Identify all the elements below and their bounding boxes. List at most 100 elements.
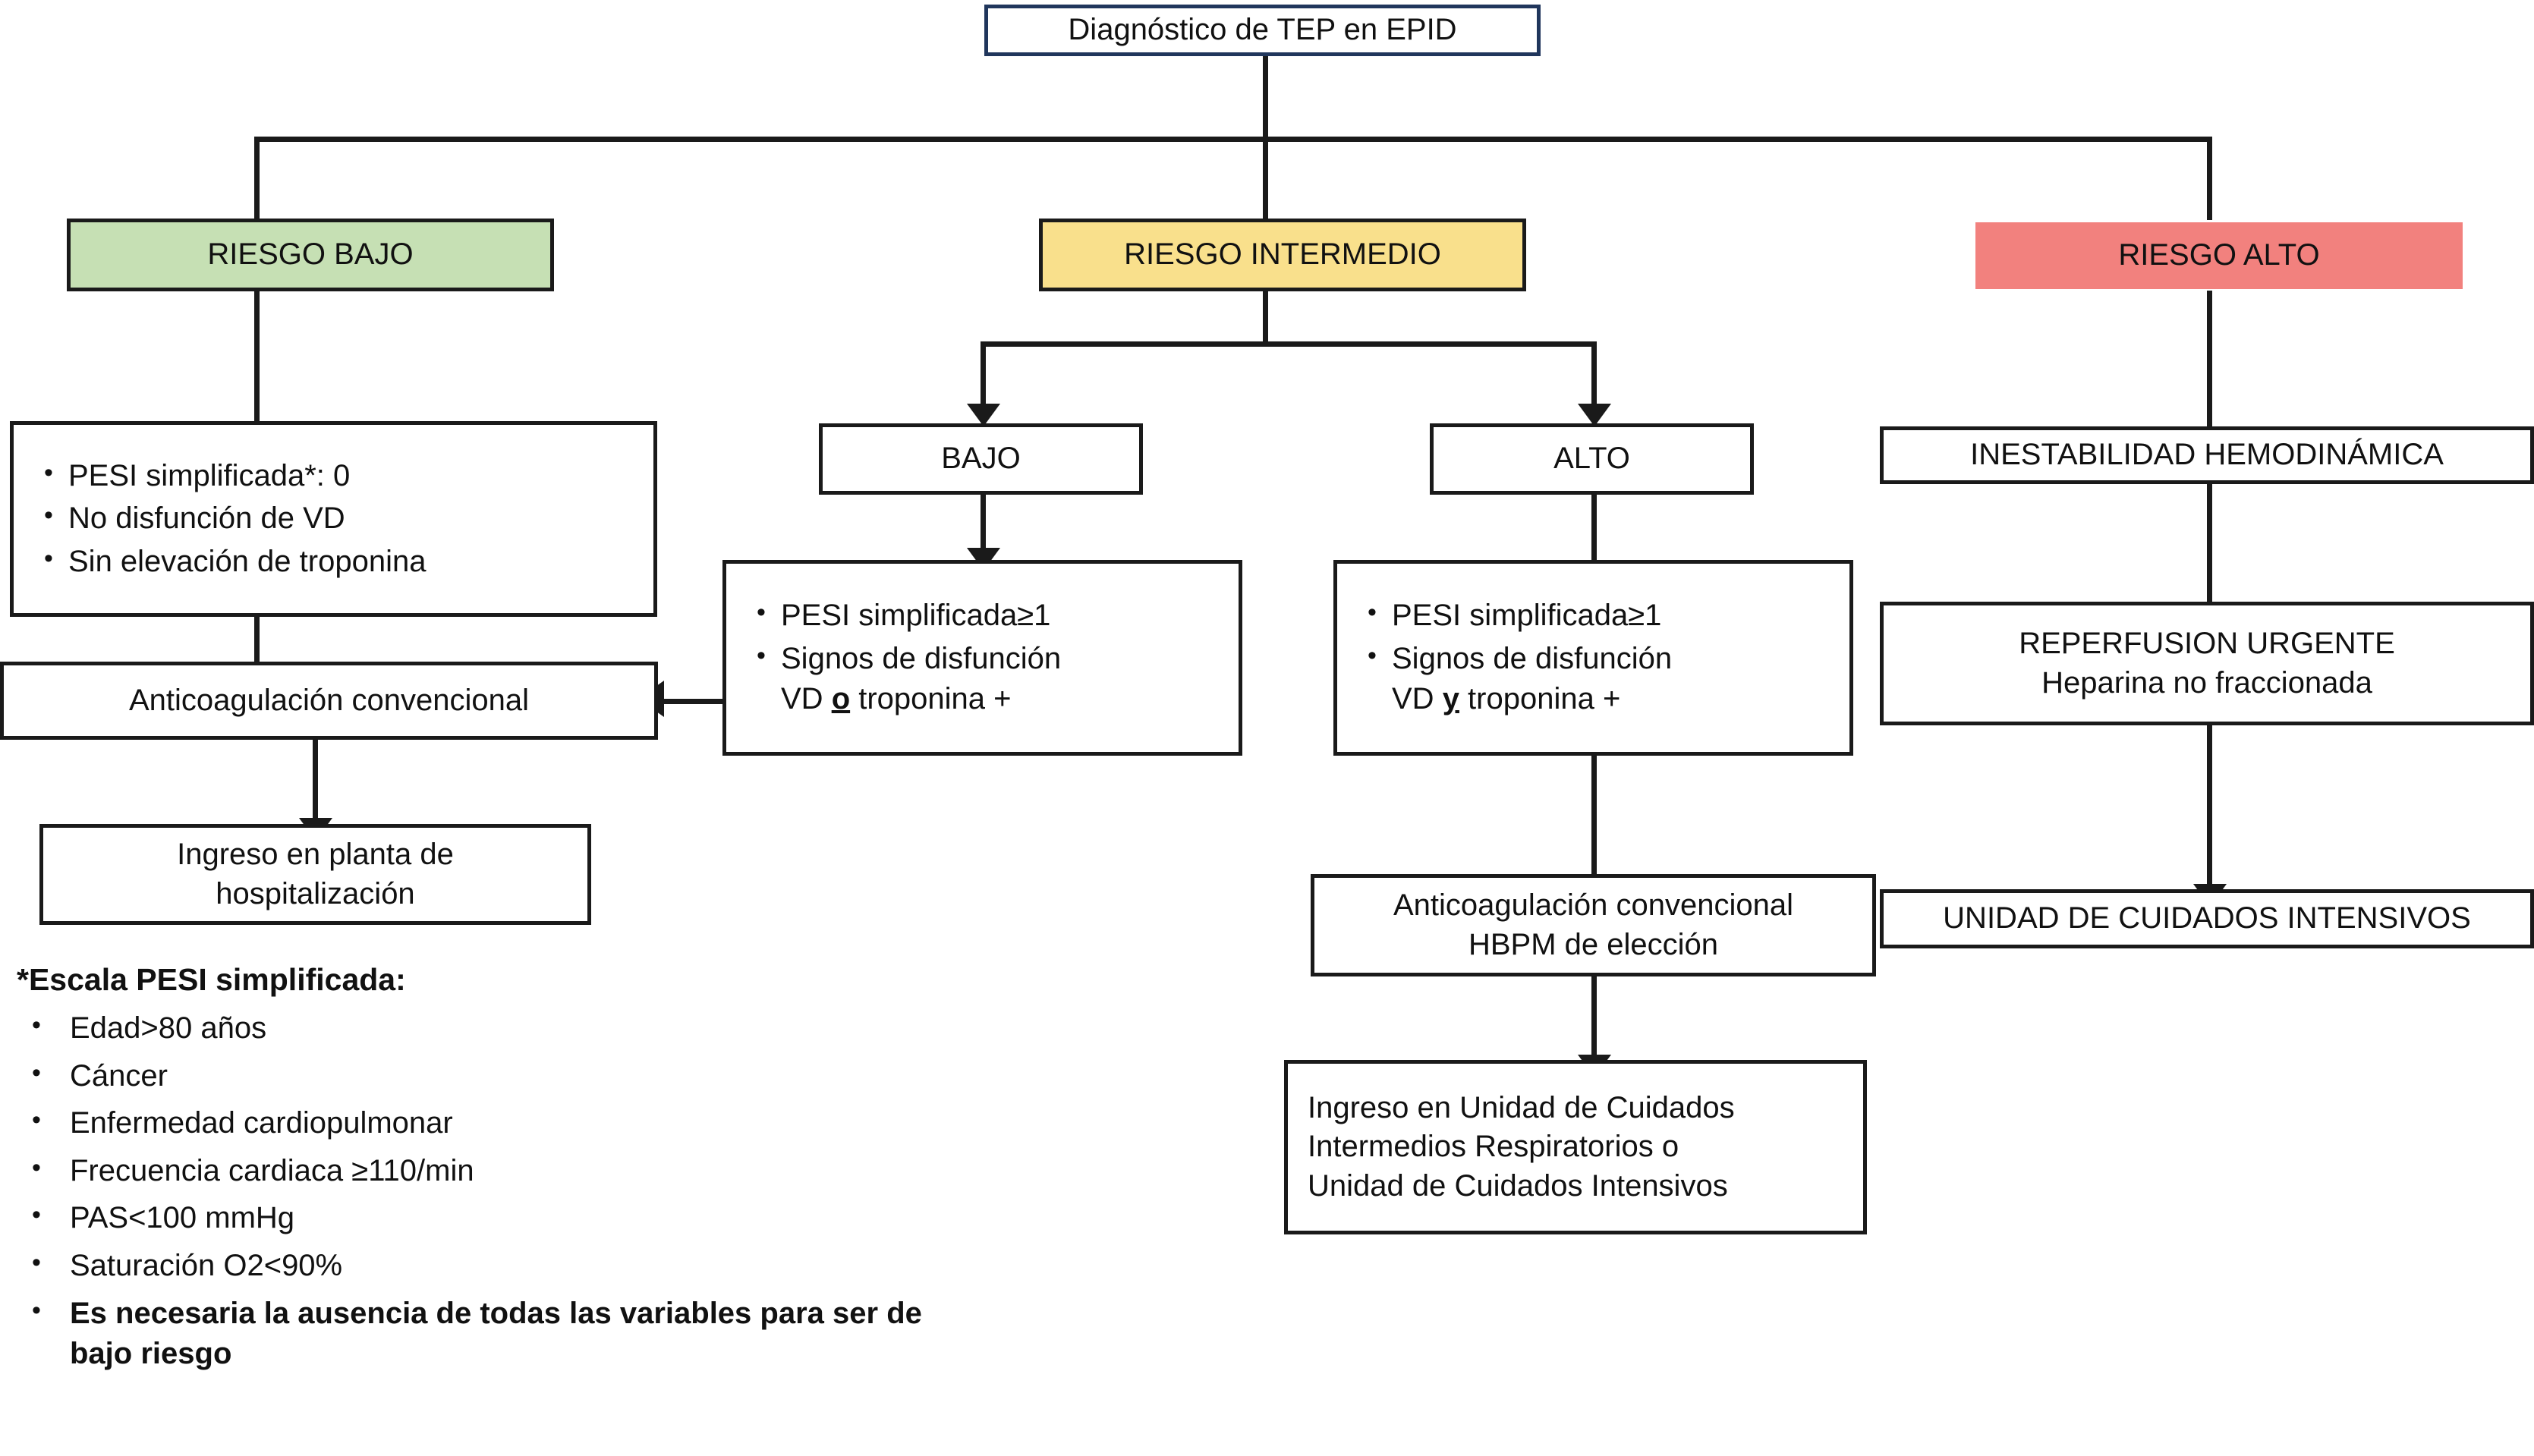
list-item: • Signos de disfunción VD o troponina + xyxy=(737,639,1228,720)
connector-instability-to-reperfusion xyxy=(2207,484,2212,605)
node-risk-low-label: RIESGO BAJO xyxy=(207,237,414,272)
node-risk-high[interactable]: RIESGO ALTO xyxy=(1975,222,2463,289)
connector-alto-to-criteria xyxy=(1591,495,1597,561)
connector-to-risk-high xyxy=(2207,137,2212,220)
node-high-instability[interactable]: INESTABILIDAD HEMODINÁMICA xyxy=(1880,426,2534,484)
connector-risklow-to-criteria xyxy=(254,291,260,423)
bullet-icon: • xyxy=(32,1200,41,1230)
connector-anticoag-to-admission xyxy=(313,740,318,823)
node-high-reperfusion[interactable]: REPERFUSION URGENTE Heparina no fraccion… xyxy=(1880,602,2534,725)
connector-riskinter-down xyxy=(1263,291,1268,345)
node-high-reperfusion-line1: REPERFUSION URGENTE xyxy=(2019,627,2395,661)
inter-low-criteria-item-2-prefix: VD xyxy=(781,682,832,716)
bullet-icon: • xyxy=(32,1105,41,1135)
connector-riskhigh-to-instability xyxy=(2207,291,2212,429)
legend-title: *Escala PESI simplificada: xyxy=(17,962,406,997)
connector-to-risk-low xyxy=(254,137,260,220)
node-risk-intermediate[interactable]: RIESGO INTERMEDIO xyxy=(1039,219,1526,291)
connector-root-down xyxy=(1263,52,1268,141)
legend-item-1: Edad>80 años xyxy=(70,1011,267,1045)
node-high-instability-label: INESTABILIDAD HEMODINÁMICA xyxy=(1970,438,2444,472)
list-item: • PESI simplificada*: 0 xyxy=(24,456,643,497)
legend-item-5: PAS<100 mmHg xyxy=(70,1201,295,1235)
node-root-label: Diagnóstico de TEP en EPID xyxy=(1068,13,1457,47)
node-inter-high-admission[interactable]: Ingreso en Unidad de Cuidados Intermedio… xyxy=(1284,1060,1867,1234)
node-high-icu[interactable]: UNIDAD DE CUIDADOS INTENSIVOS xyxy=(1880,889,2534,948)
legend-item: • Cáncer xyxy=(17,1056,988,1097)
node-high-icu-label: UNIDAD DE CUIDADOS INTENSIVOS xyxy=(1943,901,2471,936)
legend-item-2: Cáncer xyxy=(70,1058,168,1093)
legend-item-4: Frecuencia cardiaca ≥110/min xyxy=(70,1153,474,1187)
inter-high-criteria-item-1: PESI simplificada≥1 xyxy=(1392,599,1662,633)
node-inter-high-anticoag-line2: HBPM de elección xyxy=(1468,927,1719,961)
connector-bajo-to-criteria xyxy=(981,495,986,554)
connector-main-bar xyxy=(254,137,2212,142)
node-inter-high-admission-line1: Ingreso en Unidad de Cuidados xyxy=(1308,1091,1735,1125)
legend-item-6: Saturación O2<90% xyxy=(70,1248,343,1282)
bullet-icon: • xyxy=(757,598,766,627)
legend-pesi: *Escala PESI simplificada: • Edad>80 año… xyxy=(17,962,988,1382)
list-item: • PESI simplificada≥1 xyxy=(1348,596,1839,637)
inter-low-criteria-item-1: PESI simplificada≥1 xyxy=(781,599,1051,633)
node-inter-high-criteria[interactable]: • PESI simplificada≥1 • Signos de disfun… xyxy=(1333,560,1853,756)
bullet-icon: • xyxy=(44,501,53,530)
legend-item: • Enfermedad cardiopulmonar xyxy=(17,1103,988,1144)
bullet-icon: • xyxy=(32,1295,41,1325)
connector-to-risk-intermediate xyxy=(1263,137,1268,220)
legend-item: • PAS<100 mmHg xyxy=(17,1198,988,1239)
bullet-icon: • xyxy=(1368,598,1377,627)
inter-high-criteria-item-2: Signos de disfunción VD y troponina + xyxy=(1392,639,1839,720)
list-item: • PESI simplificada≥1 xyxy=(737,596,1228,637)
connector-inter-to-bajo xyxy=(981,341,986,411)
node-inter-high-admission-line2: Intermedios Respiratorios o xyxy=(1308,1130,1679,1164)
node-inter-low[interactable]: BAJO xyxy=(819,423,1143,495)
bullet-icon: • xyxy=(1368,640,1377,670)
list-item: • No disfunción de VD xyxy=(24,498,643,539)
inter-low-criteria-item-2: Signos de disfunción VD o troponina + xyxy=(781,639,1228,720)
legend-item: • Frecuencia cardiaca ≥110/min xyxy=(17,1151,988,1192)
arrow-inter-to-alto xyxy=(1578,404,1611,426)
inter-high-criteria-connector: y xyxy=(1442,682,1459,716)
bullet-icon: • xyxy=(32,1247,41,1277)
node-low-admission-line1: Ingreso en planta de xyxy=(177,838,454,872)
node-low-anticoag-label: Anticoagulación convencional xyxy=(128,683,530,717)
legend-item: • Es necesaria la ausencia de todas las … xyxy=(17,1294,988,1375)
node-inter-high-label: ALTO xyxy=(1553,442,1630,476)
bullet-icon: • xyxy=(44,458,53,487)
node-root[interactable]: Diagnóstico de TEP en EPID xyxy=(984,5,1541,56)
arrow-inter-to-bajo xyxy=(967,404,1000,426)
node-risk-low[interactable]: RIESGO BAJO xyxy=(67,219,554,291)
node-risk-intermediate-label: RIESGO INTERMEDIO xyxy=(1124,237,1441,272)
node-high-reperfusion-line2: Heparina no fraccionada xyxy=(2041,665,2372,700)
node-low-criteria[interactable]: • PESI simplificada*: 0 • No disfunción … xyxy=(10,421,657,617)
bullet-icon: • xyxy=(757,640,766,670)
low-criteria-item-1: PESI simplificada*: 0 xyxy=(68,458,351,492)
node-inter-low-label: BAJO xyxy=(941,442,1021,476)
node-inter-low-criteria[interactable]: • PESI simplificada≥1 • Signos de disfun… xyxy=(722,560,1242,756)
low-criteria-item-3: Sin elevación de troponina xyxy=(68,544,427,578)
inter-low-criteria-item-2-line1: Signos de disfunción xyxy=(781,641,1062,675)
node-risk-high-label: RIESGO ALTO xyxy=(2118,238,2320,272)
node-inter-high-anticoag[interactable]: Anticoagulación convencional HBPM de ele… xyxy=(1311,874,1876,976)
inter-high-criteria-item-2-line1: Signos de disfunción xyxy=(1392,641,1673,675)
low-criteria-item-2: No disfunción de VD xyxy=(68,502,345,536)
node-inter-high[interactable]: ALTO xyxy=(1430,423,1754,495)
legend-item-7: Es necesaria la ausencia de todas las va… xyxy=(70,1296,922,1371)
inter-high-criteria-item-2-suffix: troponina + xyxy=(1459,682,1621,716)
connector-criteria-to-anticoag xyxy=(254,616,260,669)
connector-altocriteria-to-hbpm xyxy=(1591,756,1597,874)
inter-low-criteria-connector: o xyxy=(831,682,851,716)
node-low-anticoag[interactable]: Anticoagulación convencional xyxy=(0,662,658,740)
bullet-icon: • xyxy=(32,1058,41,1087)
bullet-icon: • xyxy=(32,1153,41,1182)
node-low-admission[interactable]: Ingreso en planta de hospitalización xyxy=(39,824,591,925)
inter-low-criteria-item-2-suffix: troponina + xyxy=(850,682,1012,716)
connector-bajocriteria-to-anticoag xyxy=(664,699,731,704)
node-inter-high-anticoag-line1: Anticoagulación convencional xyxy=(1393,888,1794,923)
list-item: • Signos de disfunción VD y troponina + xyxy=(1348,639,1839,720)
bullet-icon: • xyxy=(32,1011,41,1039)
legend-item: • Saturación O2<90% xyxy=(17,1246,988,1287)
list-item: • Sin elevación de troponina xyxy=(24,542,643,583)
legend-item-3: Enfermedad cardiopulmonar xyxy=(70,1106,453,1140)
